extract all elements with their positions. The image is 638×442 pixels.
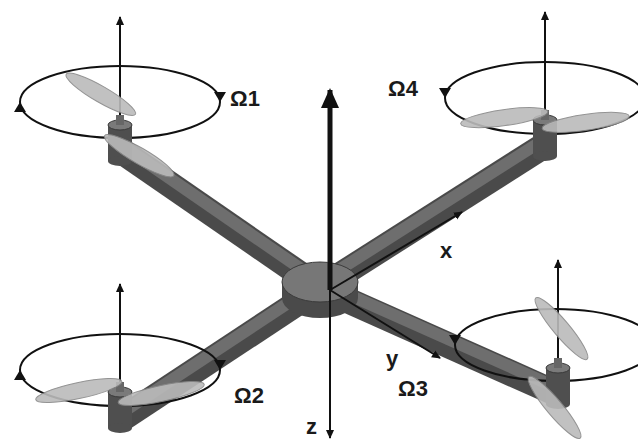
rotor-speed-label: Ω1 [230, 88, 260, 110]
rotor-speed-label: Ω4 [388, 78, 418, 100]
rotor-speed-label: Ω3 [398, 378, 428, 400]
axis-label: x [440, 240, 452, 262]
rotor-speed-label: Ω2 [234, 385, 264, 407]
axis-label: z [306, 416, 317, 438]
axis-label: y [386, 348, 398, 370]
